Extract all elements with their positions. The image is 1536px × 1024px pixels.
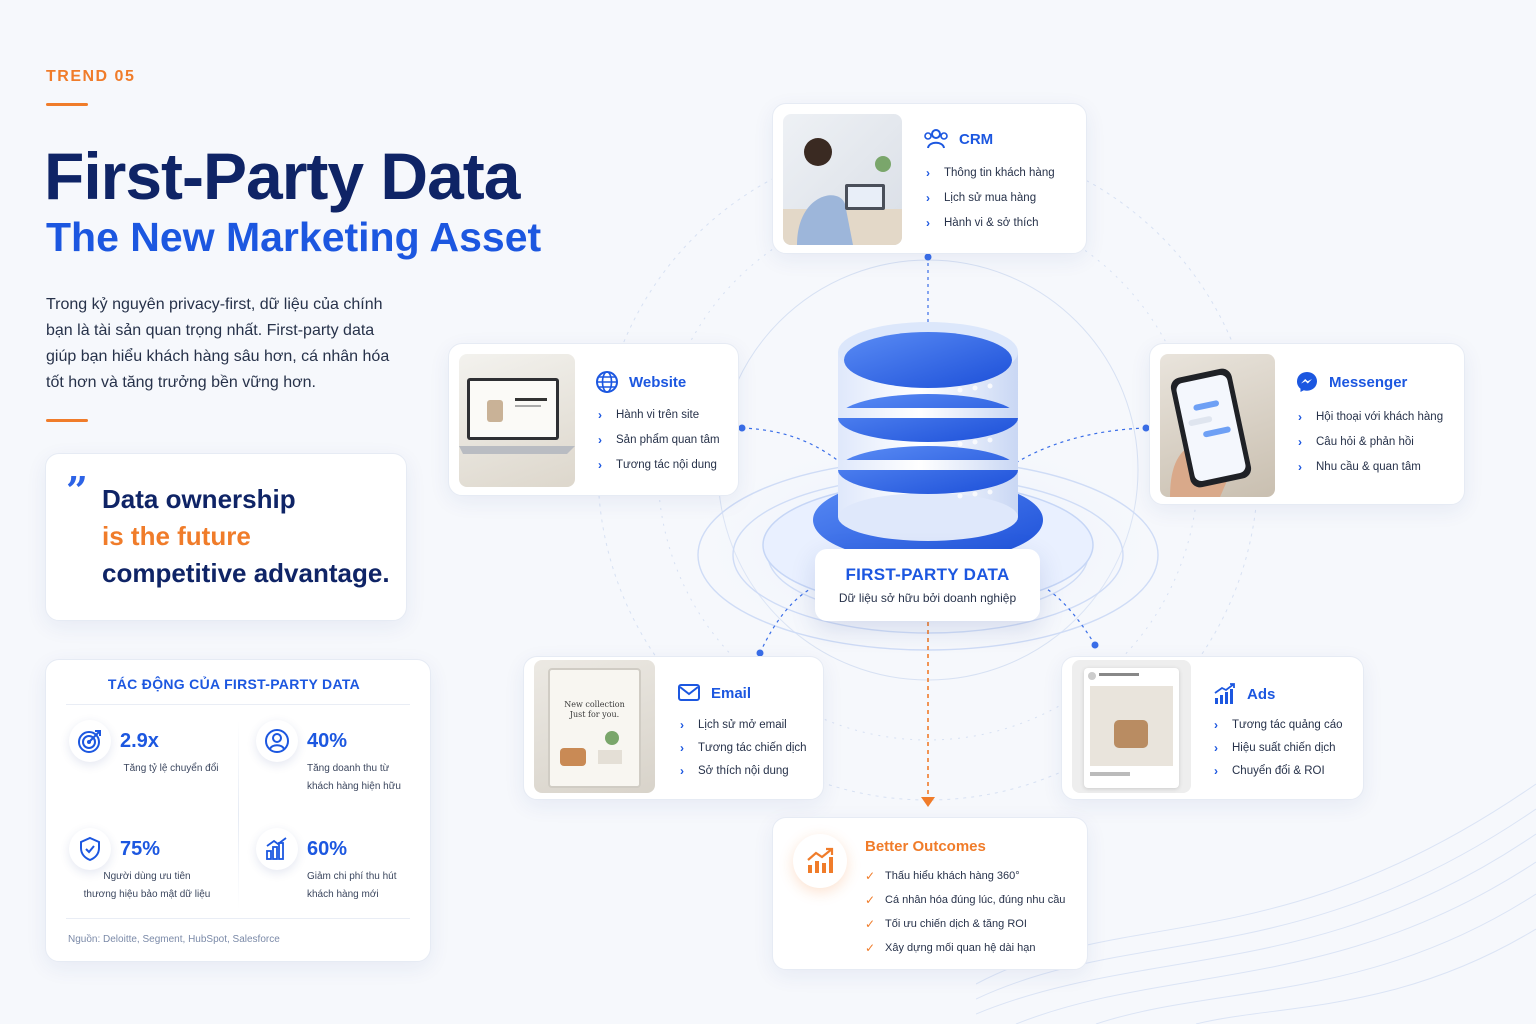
website-items: ›Hành vi trên site ›Sản phẩm quan tâm ›T…	[598, 402, 720, 477]
stat-label: Tăng tỷ lệ chuyển đổi	[123, 763, 219, 774]
shield-check-icon	[69, 828, 111, 870]
source-name: Email	[711, 684, 752, 702]
divider	[238, 720, 239, 910]
list-item: ›Lịch sử mua hàng	[926, 190, 1037, 205]
data-hub-diagram	[597, 139, 1259, 807]
trend-up-icon	[793, 834, 847, 888]
list-item: ✓Xây dựng mối quan hệ dài hạn	[865, 941, 1036, 955]
ads-header: Ads	[1213, 683, 1275, 705]
crm-photo	[783, 114, 902, 245]
quote-line-highlight: is the future	[102, 521, 251, 551]
list-item: ✓Thấu hiểu khách hàng 360°	[865, 869, 1020, 883]
source-card-website: Website ›Hành vi trên site ›Sản phẩm qua…	[448, 343, 739, 496]
list-item: ›Hiệu suất chiến dịch	[1214, 740, 1336, 755]
target-icon	[69, 720, 111, 762]
email-items: ›Lịch sử mở email ›Tương tác chiến dịch …	[680, 713, 807, 782]
envelope-icon	[678, 684, 700, 701]
outcomes-list: ✓Thấu hiểu khách hàng 360° ✓Cá nhân hóa …	[865, 864, 1065, 960]
list-item: ›Chuyển đổi & ROI	[1214, 763, 1325, 778]
database-icon	[838, 322, 1018, 541]
hub-title: FIRST-PARTY DATA	[845, 565, 1010, 584]
email-photo: New collection Just for you.	[534, 660, 655, 793]
orange-divider	[46, 419, 88, 422]
list-item: ›Sở thích nội dung	[680, 763, 789, 778]
list-item: ›Tương tác quảng cáo	[1214, 717, 1343, 732]
check-icon: ✓	[865, 917, 876, 931]
check-icon: ✓	[865, 941, 876, 955]
list-item: ›Câu hỏi & phản hồi	[1298, 434, 1414, 449]
list-item: ›Hành vi & sở thích	[926, 215, 1039, 230]
globe-icon	[596, 371, 618, 393]
impact-stats-card: TÁC ĐỘNG CỦA FIRST-PARTY DATA 2.9x Tăng …	[45, 659, 431, 962]
page-title: First-Party Data	[44, 139, 520, 213]
messenger-photo	[1160, 354, 1275, 497]
list-item: ›Lịch sử mở email	[680, 717, 787, 732]
list-item: ›Nhu cầu & quan tâm	[1298, 459, 1421, 474]
user-icon	[256, 720, 298, 762]
quote-card: ” Data ownership is the future competiti…	[45, 453, 407, 621]
messenger-header: Messenger	[1295, 370, 1407, 394]
list-item: ›Tương tác chiến dịch	[680, 740, 807, 755]
users-icon	[924, 129, 948, 149]
impact-title: TÁC ĐỘNG CỦA FIRST-PARTY DATA	[107, 676, 361, 692]
ads-items: ›Tương tác quảng cáo ›Hiệu suất chiến dị…	[1214, 713, 1343, 782]
quote-mark-icon: ”	[66, 468, 88, 513]
stat-label: Tăng doanh thu từ khách hàng hiện hữu	[307, 763, 401, 792]
check-icon: ✓	[865, 869, 876, 883]
growth-chart-icon	[1214, 683, 1235, 704]
source-card-crm: CRM ›Thông tin khách hàng ›Lịch sử mua h…	[772, 103, 1087, 254]
website-photo	[459, 354, 575, 487]
messenger-icon	[1297, 372, 1317, 392]
list-item: ›Hành vi trên site	[598, 407, 700, 422]
list-item: ›Thông tin khách hàng	[926, 165, 1055, 180]
first-party-data-hub-label: FIRST-PARTY DATA Dữ liệu sở hữu bởi doan…	[815, 549, 1040, 621]
better-outcomes-card: Better Outcomes ✓Thấu hiểu khách hàng 36…	[772, 817, 1088, 970]
stat-label: Người dùng ưu tiên thương hiệu bảo mật d…	[83, 871, 211, 900]
source-name: CRM	[959, 130, 994, 148]
source-name: Messenger	[1329, 373, 1408, 391]
orange-divider	[46, 103, 88, 106]
source-card-email: New collection Just for you. Email ›Lịch…	[523, 656, 824, 800]
list-item: ›Hội thoại với khách hàng	[1298, 409, 1444, 424]
stat-value: 2.9x	[120, 730, 159, 752]
list-item: ›Sản phẩm quan tâm	[598, 432, 720, 447]
email-header: Email	[677, 683, 751, 703]
intro-paragraph: Trong kỷ nguyên privacy-first, dữ liệu c…	[46, 296, 390, 391]
list-item: ✓Cá nhân hóa đúng lúc, đúng nhu cầu	[865, 893, 1066, 907]
quote-line: competitive advantage.	[102, 558, 390, 588]
website-header: Website	[595, 370, 686, 394]
source-card-messenger: Messenger ›Hội thoại với khách hàng ›Câu…	[1149, 343, 1465, 505]
crm-header: CRM	[923, 128, 993, 150]
divider	[66, 704, 410, 705]
trend-label: TREND 05	[46, 68, 136, 85]
list-item: ✓Tối ưu chiến dịch & tăng ROI	[865, 917, 1027, 931]
page-subtitle: The New Marketing Asset	[46, 214, 542, 260]
source-name: Website	[629, 373, 687, 391]
stat-value: 40%	[307, 730, 348, 752]
source-card-ads: Ads ›Tương tác quảng cáo ›Hiệu suất chiế…	[1061, 656, 1364, 800]
divider	[66, 918, 410, 919]
ads-photo	[1072, 660, 1191, 793]
messenger-items: ›Hội thoại với khách hàng ›Câu hỏi & phả…	[1298, 404, 1443, 479]
stat-label: Giảm chi phí thu hút khách hàng mới	[307, 871, 397, 900]
outcomes-title: Better Outcomes	[865, 838, 986, 855]
check-icon: ✓	[865, 893, 876, 907]
stat-value: 75%	[120, 838, 161, 860]
source-note: Nguồn: Deloitte, Segment, HubSpot, Sales…	[68, 934, 280, 945]
stat-value: 60%	[307, 838, 348, 860]
bar-chart-icon	[256, 828, 298, 870]
list-item: ›Tương tác nội dung	[598, 457, 717, 472]
quote-line: Data ownership	[102, 484, 296, 514]
email-photo-line: Just for you.	[569, 710, 620, 719]
source-name: Ads	[1247, 685, 1276, 703]
hub-subtitle: Dữ liệu sở hữu bởi doanh nghiệp	[838, 591, 1017, 605]
email-photo-line: New collection	[564, 700, 625, 709]
crm-items: ›Thông tin khách hàng ›Lịch sử mua hàng …	[926, 160, 1055, 235]
